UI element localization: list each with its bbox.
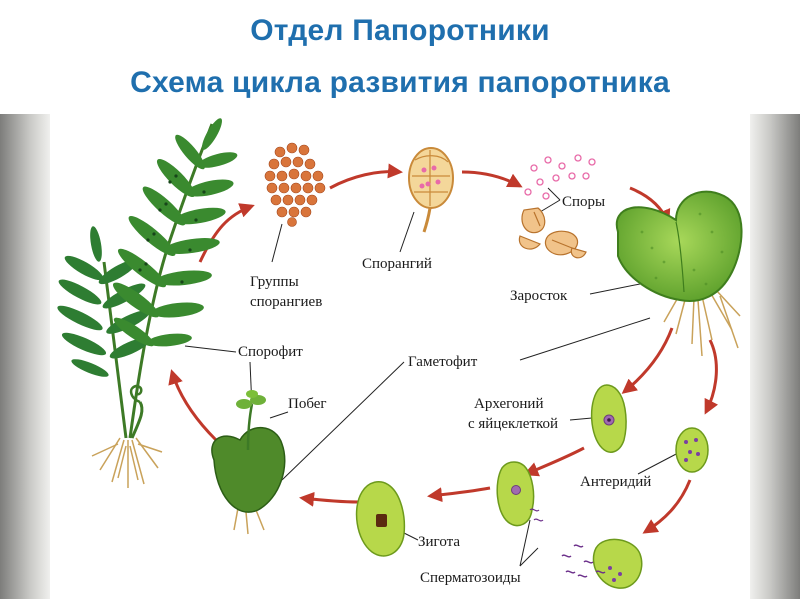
arrow-fertilization-to-zygote	[427, 486, 491, 503]
leader-lines	[184, 187, 681, 567]
page-subtitle: Схема цикла развития папоротника	[130, 66, 670, 99]
arrow-young-plant-to-sporophyte	[168, 369, 218, 442]
label-antheridium: Антеридий	[580, 474, 651, 490]
antheridium-illustration	[675, 427, 709, 473]
sporangium-illustration	[408, 147, 454, 233]
page-title: Отдел Папоротники	[250, 14, 550, 47]
archegonium-illustration	[590, 384, 627, 453]
arrow-antheridium-to-sperm	[642, 479, 692, 534]
label-shoot: Побег	[288, 396, 327, 412]
label-sporangium: Спорангий	[362, 256, 432, 272]
title-bar: Отдел Папоротники Схема цикла развития п…	[0, 0, 800, 114]
arrow-prothallus-to-archegonium	[621, 327, 674, 394]
zygote-illustration	[355, 481, 406, 557]
young-sporophyte-illustration	[211, 390, 286, 535]
arrow-sporangium-to-spores	[461, 170, 523, 188]
mature-fern-illustration	[57, 118, 238, 488]
label-sperm: Сперматозоиды	[420, 570, 521, 586]
spores-illustration	[518, 154, 596, 259]
label-spores: Споры	[562, 194, 605, 210]
arrow-sporophyte-to-sori	[198, 203, 255, 263]
prothallus-illustration	[615, 190, 743, 357]
label-gametophyte: Гаметофит	[408, 354, 478, 370]
label-sori-line2: спорангиев	[250, 294, 322, 310]
sperm-release-illustration	[561, 538, 643, 589]
label-sporophyte: Спорофит	[238, 344, 303, 360]
arrow-archegonium-to-fertilization	[523, 446, 585, 477]
label-zygote: Зигота	[418, 534, 460, 550]
arrow-sori-to-sporangium	[329, 163, 403, 190]
fertilization-illustration	[496, 461, 544, 527]
label-archegonium-line2: с яйцеклеткой	[468, 416, 558, 432]
arrow-zygote-to-young-plant	[299, 491, 359, 507]
sori-cluster-illustration	[264, 142, 326, 227]
label-archegonium-line1: Архегоний	[474, 396, 543, 412]
cycle-arrows	[168, 163, 719, 534]
label-prothallus: Заросток	[510, 288, 568, 304]
label-sori-line1: Группы	[250, 274, 299, 290]
diagram-labels: Группы спорангиев Спорангий Споры Зарост…	[238, 194, 651, 586]
arrow-prothallus-to-antheridium	[704, 339, 719, 415]
